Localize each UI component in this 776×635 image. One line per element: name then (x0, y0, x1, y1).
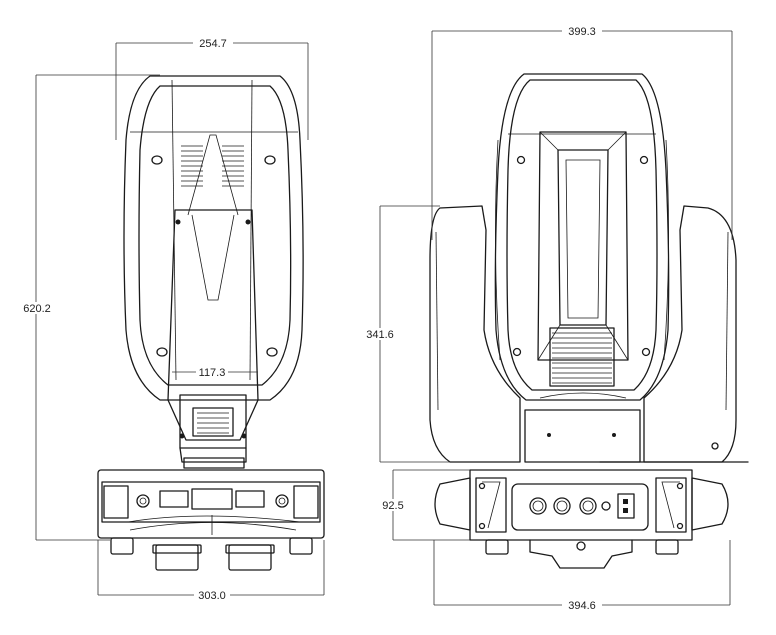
dim-front-arm-width: 117.3 (199, 367, 226, 379)
dim-front-height: 620.2 (23, 303, 51, 315)
side-dimensions (379, 30, 733, 606)
dim-side-yoke-height: 341.6 (366, 329, 394, 341)
side-view (429, 73, 749, 569)
dim-front-base-width: 303.0 (198, 590, 226, 602)
dim-front-top-width: 254.7 (199, 38, 227, 50)
front-vent-left (181, 145, 203, 187)
front-dimensions (35, 42, 325, 596)
dim-side-top-width: 399.3 (568, 26, 596, 38)
dim-side-base-height: 92.5 (382, 500, 403, 512)
front-view (97, 75, 325, 571)
dim-side-base-width: 394.6 (568, 600, 596, 612)
front-vent-right (222, 145, 244, 187)
